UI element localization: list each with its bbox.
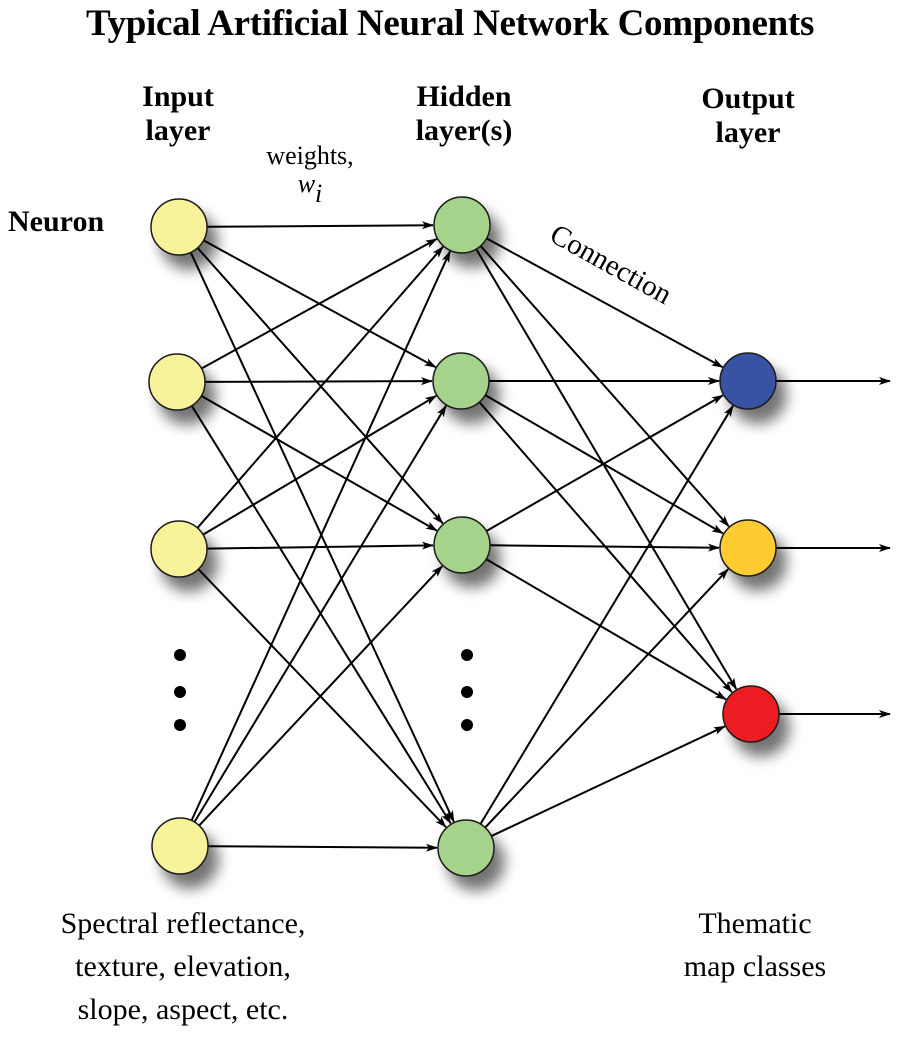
connection-input-3-hidden-1: [193, 404, 447, 823]
connection-hidden-3-output-0: [479, 404, 734, 825]
connection-input-3-hidden-3: [207, 843, 439, 852]
output-layer-label-line1: Output: [701, 82, 795, 115]
connection-input-2-hidden-2: [206, 541, 435, 550]
hidden-ellipsis-dot-2: [461, 719, 473, 731]
connection-input-1-hidden-0: [201, 238, 438, 370]
diagram-title: Typical Artificial Neural Network Compon…: [85, 3, 815, 44]
input-neuron-2: [150, 520, 208, 578]
output-neuron-2: [722, 685, 780, 743]
connection-hidden-2-output-1: [489, 543, 721, 552]
connection-input-3-hidden-0: [190, 250, 451, 821]
hidden-neuron-3: [437, 819, 495, 877]
input-layer-label-line2: layer: [145, 114, 211, 147]
connection-hidden-0-output-1: [479, 245, 730, 528]
input-neuron-1: [148, 353, 206, 411]
connection-hidden-3-output-2: [490, 725, 726, 837]
connection-label: Connection: [545, 218, 678, 311]
output-description-line1: Thematic: [698, 907, 812, 940]
connection-input-2-hidden-1: [202, 394, 437, 536]
ellipsis-group: [174, 649, 473, 731]
weights-text: weights,: [266, 141, 354, 170]
connection-hidden-2-output-2: [485, 558, 727, 701]
hidden-neuron-2: [433, 516, 491, 574]
connection-hidden-0-output-2: [475, 248, 738, 690]
connection-input-0-hidden-0: [206, 221, 435, 230]
input-layer-label: Input layer: [88, 80, 268, 148]
connection-hidden-2-output-0: [485, 394, 724, 532]
nodes-group: [148, 196, 780, 877]
input-ellipsis-dot-1: [174, 686, 186, 698]
weights-label: weights, wi: [245, 141, 375, 208]
connection-input-0-hidden-3: [189, 251, 455, 823]
connection-input-3-hidden-2: [198, 565, 443, 827]
input-description-line2: texture, elevation,: [75, 950, 291, 983]
connection-input-1-hidden-2: [200, 395, 438, 532]
connection-hidden-3-output-1: [484, 568, 729, 829]
hidden-neuron-0: [433, 196, 491, 254]
output-description-line2: map classes: [683, 950, 827, 983]
weight-symbol: w: [297, 169, 316, 198]
input-description-line1: Spectral reflectance,: [60, 907, 306, 940]
hidden-ellipsis-dot-0: [461, 649, 473, 661]
connections-group: [189, 221, 891, 852]
connection-input-1-hidden-1: [204, 377, 434, 386]
input-description: Spectral reflectance, texture, elevation…: [18, 902, 348, 1031]
output-layer-label: Output layer: [658, 82, 838, 150]
hidden-layer-label-line2: layer(s): [415, 114, 513, 147]
input-neuron-3: [151, 817, 209, 875]
output-description: Thematic map classes: [640, 902, 870, 988]
input-ellipsis-dot-2: [174, 719, 186, 731]
weight-subscript: i: [315, 179, 323, 208]
neuron-label: Neuron: [8, 205, 105, 238]
hidden-neuron-1: [432, 352, 490, 410]
connection-hidden-0-output-0: [486, 237, 724, 368]
hidden-layer-label: Hidden layer(s): [374, 80, 554, 148]
input-description-line3: slope, aspect, etc.: [77, 993, 289, 1026]
output-neuron-1: [719, 519, 777, 577]
connection-input-2-hidden-0: [196, 246, 444, 529]
output-neuron-0: [719, 352, 777, 410]
output-layer-label-line2: layer: [715, 116, 781, 149]
input-ellipsis-dot-0: [174, 649, 186, 661]
hidden-ellipsis-dot-1: [461, 686, 473, 698]
hidden-layer-label-line1: Hidden: [416, 80, 512, 113]
input-neuron-0: [150, 198, 208, 256]
connection-input-2-hidden-3: [197, 568, 447, 828]
input-layer-label-line1: Input: [142, 80, 214, 113]
connection-input-1-hidden-3: [190, 405, 452, 825]
